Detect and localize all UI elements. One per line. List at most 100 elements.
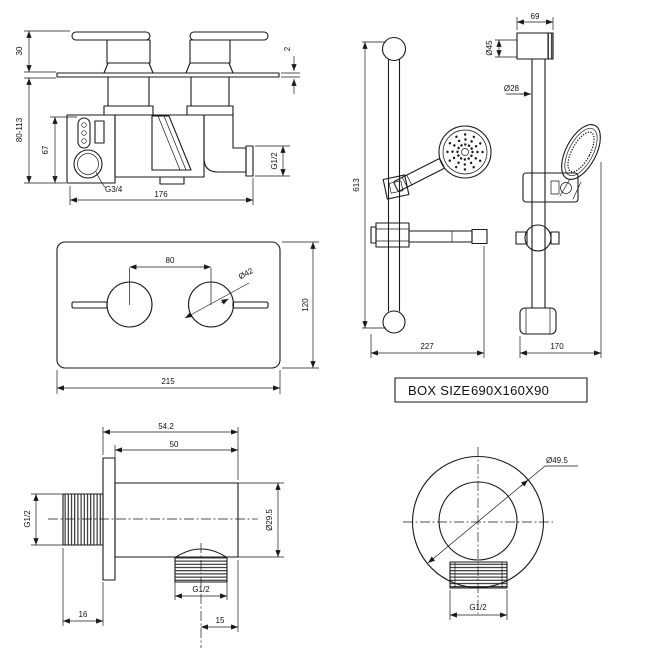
dim-label-riser-width: 227 [420,342,434,351]
dim-label-riser-depth: 170 [550,342,564,351]
slider-side-plate [370,226,377,244]
dim-label-plate-thickness: 2 [283,46,292,51]
dim-label-valve-outlet-thread: G1/2 [270,152,279,170]
handle-body-left [106,39,151,64]
outlet-pipe-end [245,145,254,177]
dim-label-body-height: 67 [41,145,50,154]
knob-lever-left [71,301,108,309]
shower-head-rim [442,129,488,175]
outlet-front-spigot [449,561,508,589]
body-tab [94,120,105,144]
inlet-threaded-pipe [62,493,104,546]
dim-label-inlet-length: 16 [79,610,88,619]
valve-side-geometry [56,31,280,185]
inlet-port-outer [73,149,103,179]
inlet-port-inner [77,153,99,175]
box-size-frame [394,377,588,403]
dim-label-handle-height: 30 [15,46,24,55]
dim-label-plate-height: 120 [301,298,310,312]
holder-socket [560,182,572,194]
knob-lever-right [232,301,269,309]
outlet-side-dimension-lines [31,427,284,632]
handset-side-profile [561,124,601,180]
shower-head-face [438,125,492,179]
rail-bottom-end [382,310,406,334]
dim-label-outlet-body-depth: 50 [170,440,179,449]
valve-body-left-block [66,114,116,184]
bracket-bottom-lines [525,307,551,335]
riser-front-geometry [370,36,492,334]
view-outlet-side: 54.2 50 G1/2 Ø29.5 G1/2 15 16 [23,422,284,648]
handset-holder [522,172,579,203]
spray-nozzle-ring-middle [451,138,479,166]
wall-bracket-hatch [547,32,554,60]
dim-label-outlet-depth: 54.2 [158,422,174,431]
dim-label-rail-diameter: Ø28 [504,84,520,93]
wall-bracket-bottom [519,307,557,335]
outlet-body [114,482,239,558]
dim-label-bracket-width: 69 [531,12,540,21]
handset-clamp [382,174,410,200]
dim-label-handle-diameter: Ø42 [237,266,255,281]
slider-arm [408,230,473,243]
cartridge-stem-right [190,76,230,107]
dim-label-depth-range: 80-113 [15,117,24,142]
valve-side-dimension-lines [24,30,300,205]
dim-label-outlet-inlet-thread: G1/2 [23,510,32,528]
port-hole-3 [81,138,87,144]
handle-base-right [185,62,234,74]
dim-label-outlet-offset: 15 [216,616,225,625]
dim-label-flange-diameter: Ø49.5 [546,456,568,465]
box-size-value: 690X160X90 [471,383,549,398]
dim-label-handle-spacing: 80 [166,256,175,265]
spray-nozzle-ring-outer [446,133,484,171]
dim-label-valve-width: 176 [154,190,168,199]
view-riser-front: 613 227 [352,36,492,358]
valve-body-foot [159,176,185,185]
rail-tube [387,59,401,312]
handle-lever-left [71,31,151,41]
view-riser-side: 69 Ø45 Ø28 170 [485,12,602,358]
cartridge-stem-left [107,76,150,107]
handset-handle [393,158,445,192]
dim-label-front-spigot-thread: G1/2 [469,603,487,612]
valve-passage-hatch [157,115,187,171]
faceplate [56,241,281,369]
rail-tube-side [531,58,546,309]
port-hole-2 [81,130,87,136]
cartridge-collar-left [103,105,154,116]
handle-lever-right [189,31,269,41]
cartridge-port-plate [77,117,91,149]
spray-nozzle-ring-inner [456,143,474,161]
cartridge-collar-right [186,105,234,116]
outlet-side-geometry [62,457,239,583]
dim-label-rail-length: 613 [352,178,361,192]
slider-lock-knob [524,224,552,252]
faceplate-edge [56,72,280,78]
slider-bracket-lines [375,228,410,242]
slider-tab-right [550,231,560,245]
riser-side-dimension-lines [495,17,602,358]
outlet-front-dimension-lines [427,465,578,620]
valve-front-dimension-lines [56,241,319,394]
handset-neck [559,178,582,200]
slider-tab-left [515,231,528,245]
slider-bracket [375,222,410,248]
handle-body-right [189,39,231,64]
spigot-walls [454,561,503,589]
box-size-label: BOX SIZE [408,383,470,398]
valve-passage [151,115,192,171]
riser-front-dimension-lines [362,41,485,358]
handle-base-left [103,62,154,74]
view-valve-front: 80 Ø42 120 215 [56,241,319,394]
dim-label-outlet-body-diameter: Ø29.5 [265,509,274,531]
rail-top-end [381,36,407,62]
outlet-elbow-pipe [203,114,247,173]
box-size-callout: BOX SIZE 690X160X90 [394,377,588,403]
dim-label-plate-width: 215 [161,377,175,386]
slider-arm-end [471,228,488,245]
riser-side-geometry [515,32,601,335]
dim-label-valve-inlet-thread: G3/4 [105,185,123,194]
